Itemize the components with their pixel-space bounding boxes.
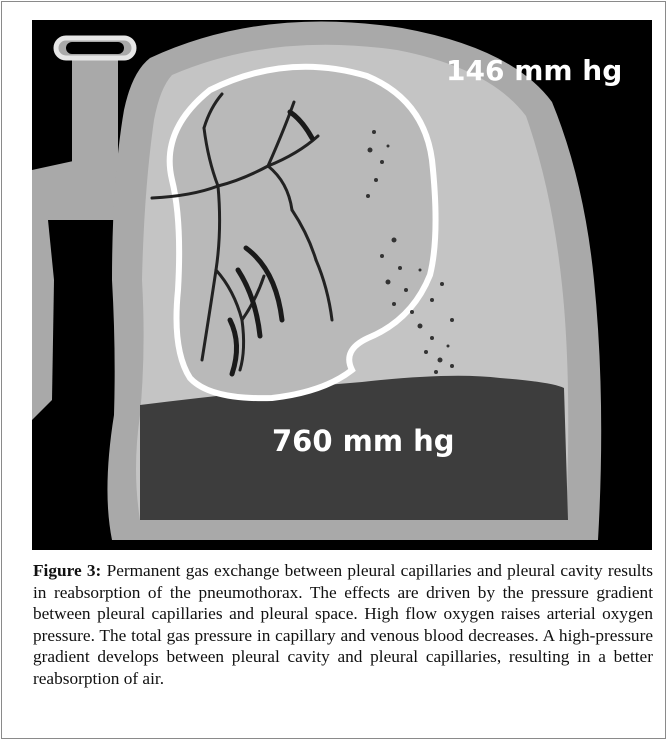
pressure-label-top: 146 mm hg	[446, 54, 622, 87]
lung-pneumothorax-illustration: 146 mm hg 760 mm hg	[32, 20, 652, 550]
figure-image: 146 mm hg 760 mm hg	[32, 20, 652, 550]
figure-caption: Figure 3: Permanent gas exchange between…	[33, 560, 653, 689]
pressure-label-bottom: 760 mm hg	[272, 424, 455, 458]
left-lung-edge	[32, 220, 54, 420]
caption-text: Permanent gas exchange between pleural c…	[33, 561, 653, 688]
caption-label: Figure 3:	[33, 561, 101, 580]
